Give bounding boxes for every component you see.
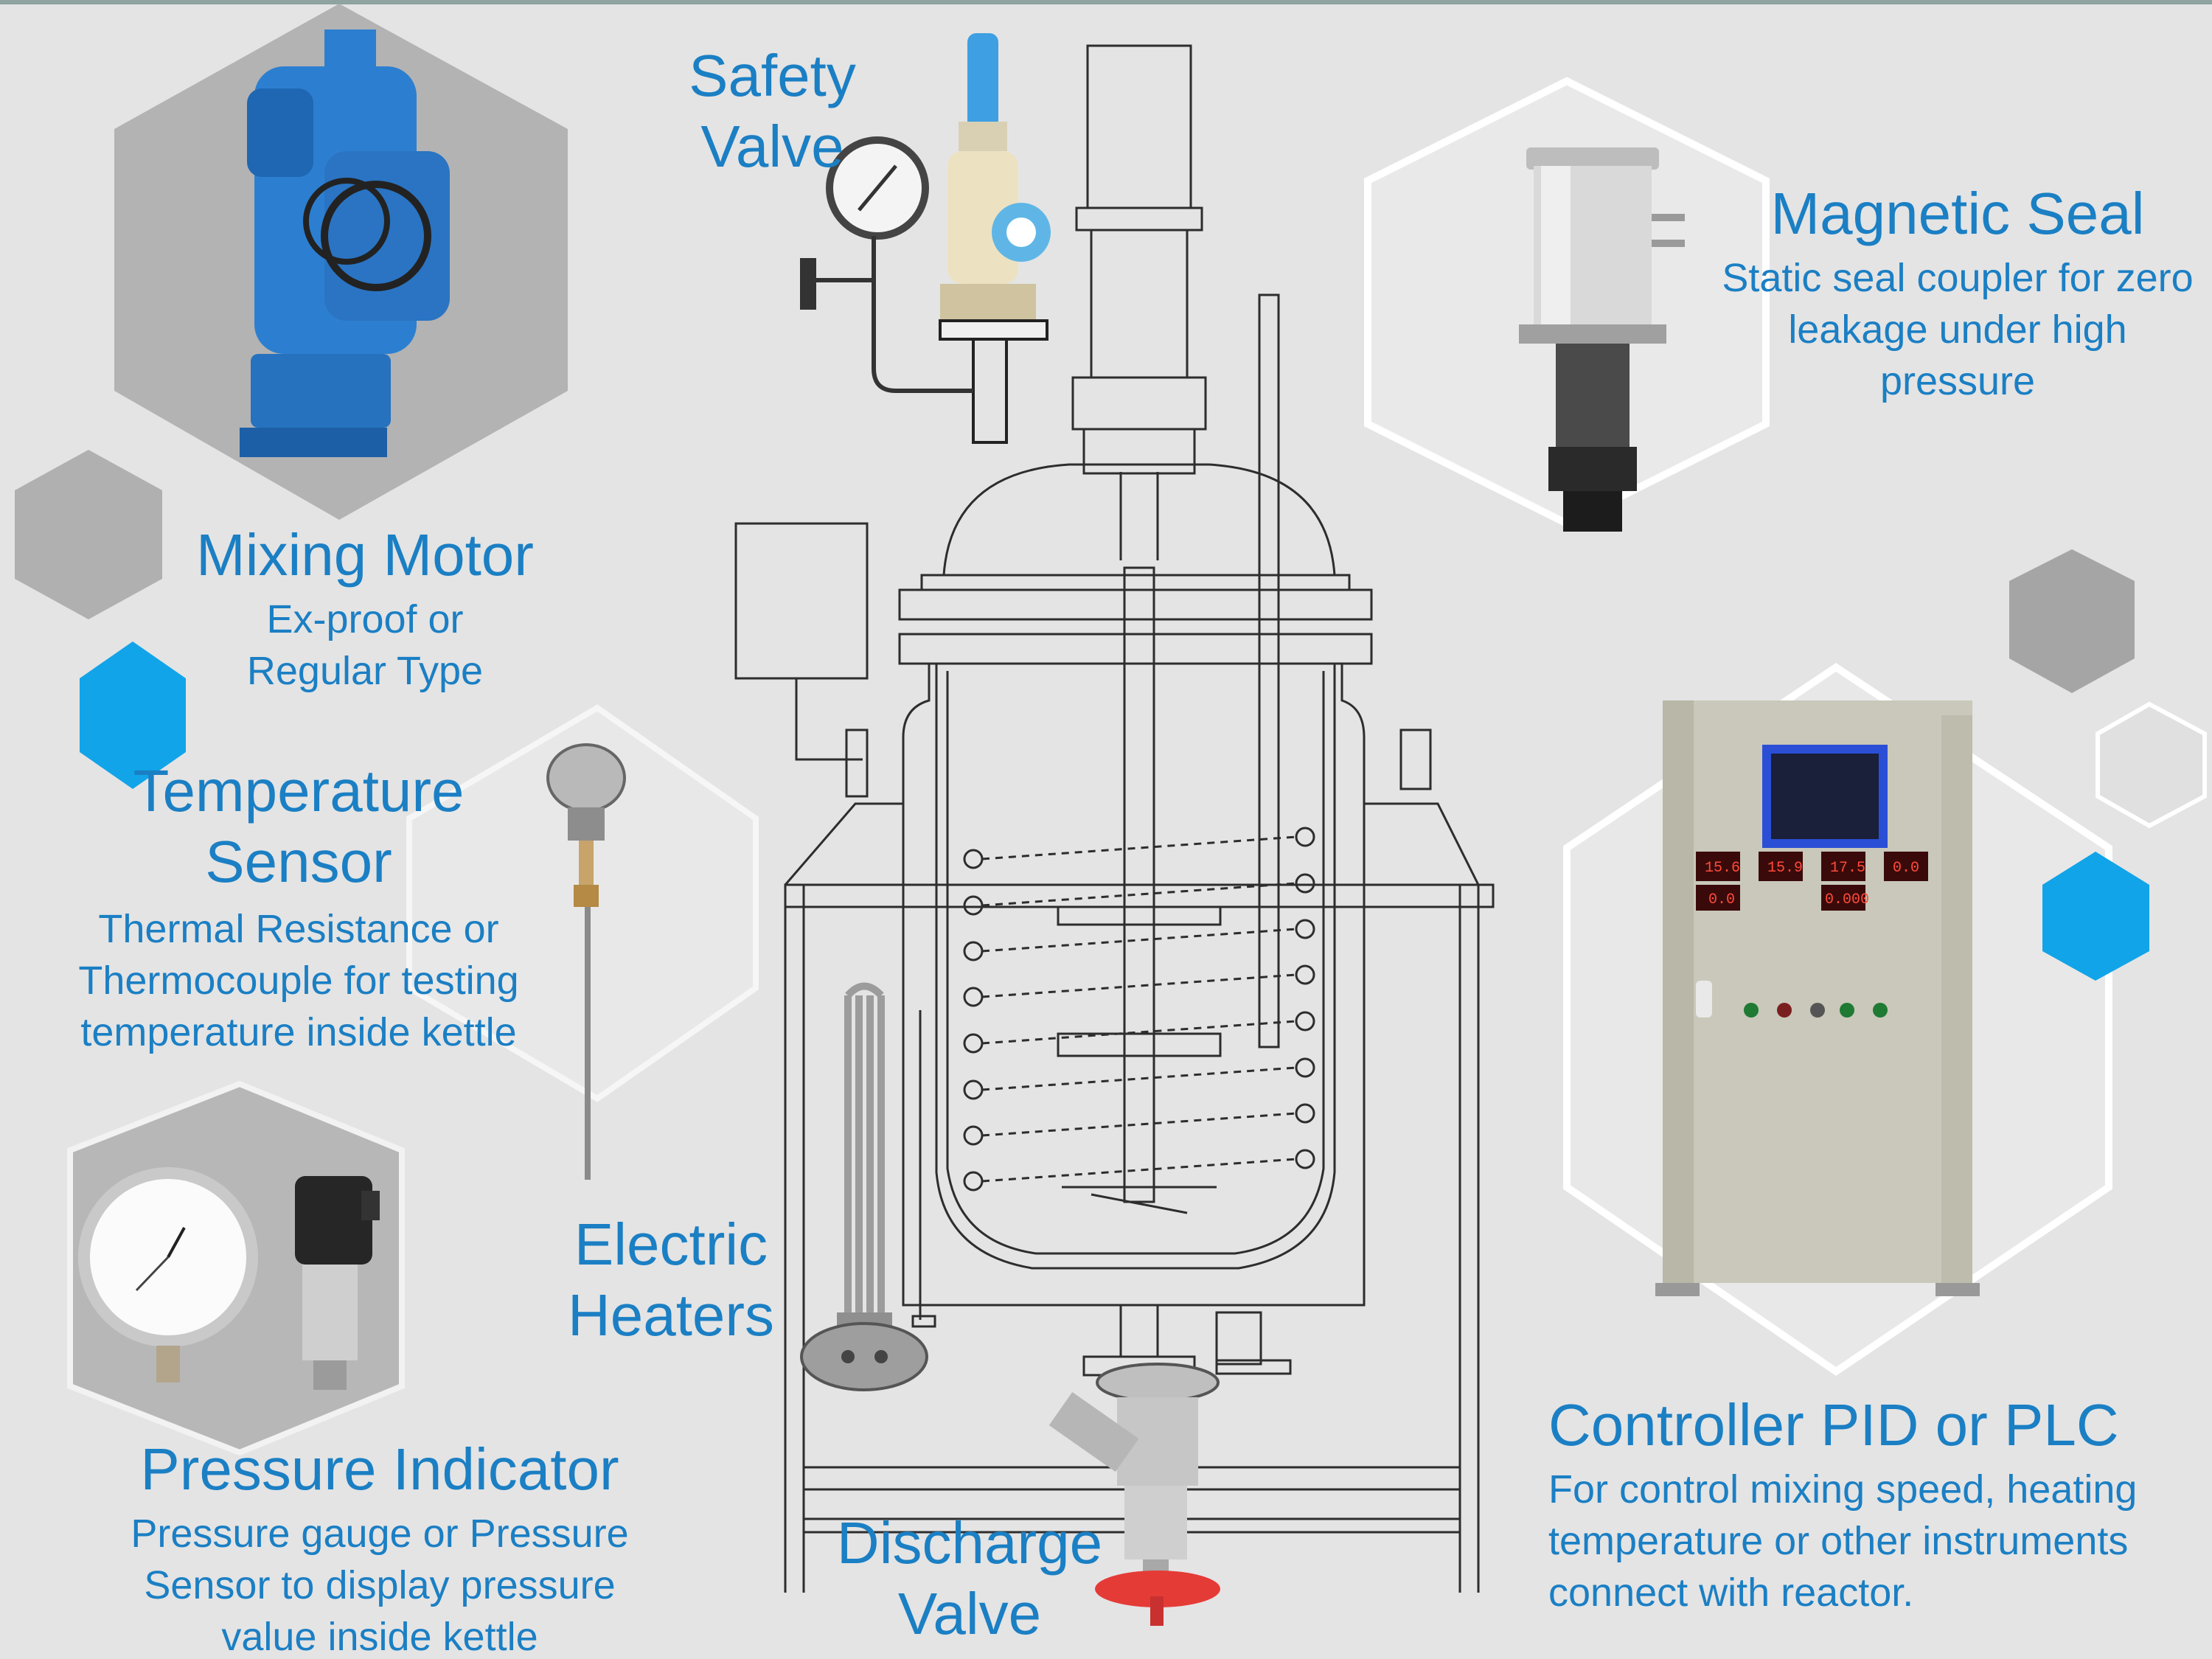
readout-1: 15.6 — [1705, 860, 1740, 877]
discharge-valve-icon — [1048, 1363, 1220, 1626]
magnetic-seal-icon — [1519, 147, 1685, 532]
mixing-motor-title: Mixing Motor — [196, 522, 534, 588]
pressure-indicator-desc: Pressure gauge or Pressure Sensor to dis… — [131, 1512, 629, 1659]
readout-5: 0.0 — [1893, 860, 1919, 877]
top-border — [0, 0, 2212, 4]
temperature-sensor-icon — [546, 743, 626, 1180]
hex-gray-right-1 — [2009, 549, 2135, 693]
electric-heater-icon — [800, 982, 928, 1391]
temperature-sensor-title: Temperature Sensor — [133, 758, 465, 894]
readout-4: 0.0 — [1708, 891, 1735, 908]
controller-readouts: 15.6 15.9 17.5 0.0 0.0 0.000 — [1705, 860, 1919, 908]
controller-desc: For control mixing speed, heating temper… — [1548, 1467, 2138, 1615]
electric-heaters-label: Electric Heaters — [567, 1211, 775, 1348]
mixing-motor-icon — [240, 29, 450, 457]
hex-blue-left — [80, 641, 186, 789]
magnetic-seal-desc: Static seal coupler for zero leakage und… — [1722, 256, 2194, 404]
pressure-indicator-title: Pressure Indicator — [140, 1436, 619, 1502]
readout-3: 17.5 — [1830, 860, 1865, 877]
controller-title: Controller PID or PLC — [1548, 1392, 2119, 1458]
readout-6: 0.000 — [1825, 891, 1869, 908]
hex-small-left — [15, 450, 162, 619]
hex-gray-right-2 — [2096, 701, 2207, 829]
safety-valve-icon — [800, 33, 1051, 444]
mixing-motor-desc: Ex-proof or Regular Type — [246, 597, 484, 694]
temperature-sensor-desc: Thermal Resistance or Thermocouple for t… — [78, 907, 519, 1055]
discharge-valve-label: Discharge Valve — [836, 1510, 1103, 1646]
heating-coil — [963, 827, 1315, 1192]
safety-valve-label: Safety Valve — [689, 43, 856, 179]
hex-blue-right — [2042, 852, 2149, 981]
control-cabinet-icon — [1655, 700, 1980, 1296]
magnetic-seal-title: Magnetic Seal — [1770, 181, 2145, 246]
pressure-transmitter-icon — [295, 1176, 380, 1390]
readout-2: 15.9 — [1767, 860, 1803, 877]
pressure-gauge-icon — [78, 1167, 258, 1382]
